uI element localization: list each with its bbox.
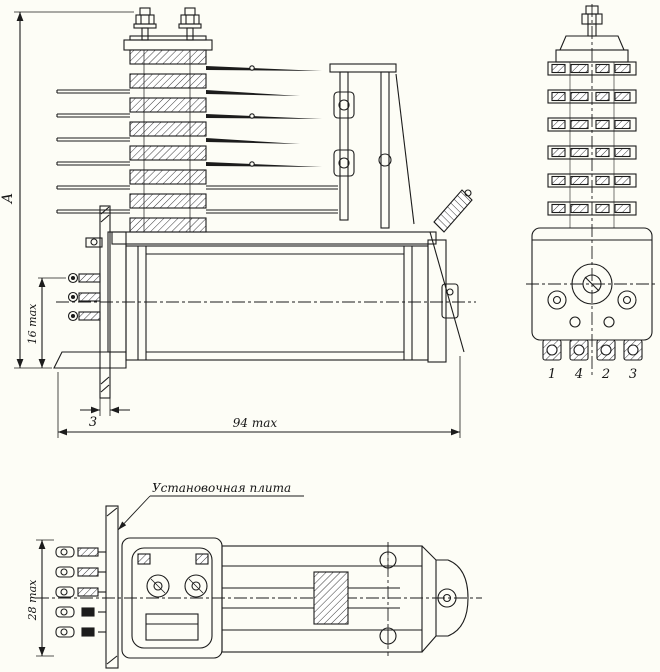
yoke-bracket — [53, 231, 437, 369]
terminal-numbers: 1 4 2 3 — [548, 367, 637, 382]
dim-16max-label: 16 max — [26, 303, 39, 344]
coil-body — [56, 245, 476, 361]
contact-stack-top — [131, 547, 213, 649]
end-terminal-lugs — [542, 339, 643, 361]
stack-bolts-icon — [133, 7, 202, 41]
mounting-plate-top — [105, 505, 119, 669]
end-view: 1 4 2 3 — [526, 4, 658, 382]
dimension-a: А — [0, 11, 134, 369]
dim-a-label: А — [0, 193, 16, 205]
dimension-28max: 28 max — [26, 539, 54, 657]
spring-tails-top — [55, 546, 106, 638]
top-view: Установочная плита — [26, 481, 482, 669]
dim-94max-label: 94 max — [233, 416, 278, 430]
contact-springs-left — [56, 89, 130, 214]
dimension-3: 3 — [80, 398, 130, 430]
armature-end — [427, 231, 465, 363]
contact-springs-right — [206, 65, 338, 214]
coil-lead-icon — [433, 189, 473, 233]
stack-cap — [123, 35, 213, 51]
dim-3-label: 3 — [89, 415, 97, 430]
coil-terminal-pins — [67, 272, 101, 322]
side-view: А 16 max 3 94 max — [0, 7, 476, 438]
terminal-number-1: 1 — [548, 367, 556, 382]
terminal-number-2: 2 — [601, 367, 610, 382]
end-contact-stack — [547, 61, 637, 228]
mounting-plate-label: Установочная плита — [152, 481, 291, 495]
dimension-16max: 16 max — [26, 277, 66, 368]
contact-stack — [129, 49, 207, 233]
terminal-number-4: 4 — [574, 367, 583, 382]
terminal-number-3: 3 — [629, 367, 637, 382]
mounting-plate-callout: Установочная плита — [117, 481, 304, 531]
dim-28max-label: 28 max — [26, 579, 39, 621]
end-base-block — [531, 227, 653, 341]
mounting-plate-edge — [85, 205, 111, 399]
pushrod-assembly — [329, 63, 415, 229]
dimension-94max: 94 max — [57, 356, 461, 438]
relay-body-top — [121, 537, 469, 659]
